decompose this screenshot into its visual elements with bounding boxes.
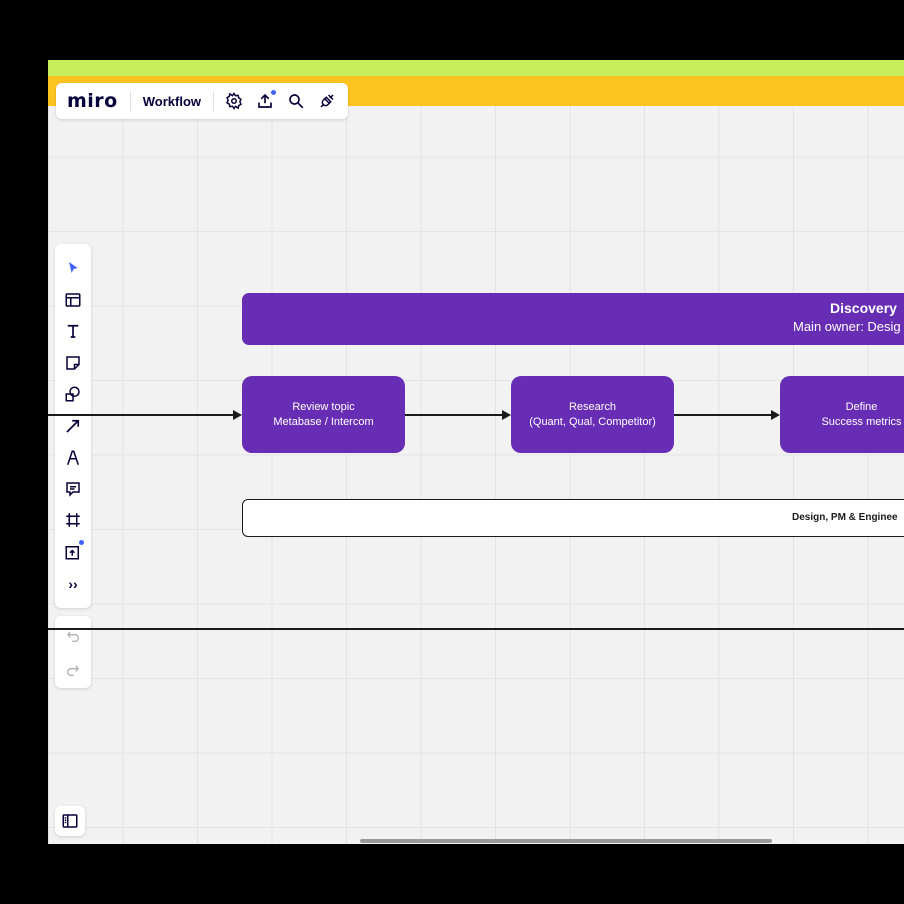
more-icon[interactable]: ›› — [68, 576, 78, 592]
board-name[interactable]: Workflow — [142, 93, 201, 109]
search-icon[interactable] — [285, 90, 307, 112]
step-title: Research — [568, 400, 617, 413]
horizontal-scrollbar[interactable] — [360, 839, 772, 843]
comment-icon[interactable] — [61, 477, 85, 501]
panel-toggle-button[interactable] — [55, 806, 85, 836]
discovery-phase-card[interactable]: Discovery Main owner: Desig — [242, 293, 904, 345]
templates-icon[interactable] — [61, 288, 85, 312]
miro-logo[interactable]: miro — [67, 90, 118, 112]
connector-arrowhead — [233, 410, 242, 420]
connector-arrowhead — [771, 410, 780, 420]
step-subtitle: (Quant, Qual, Competitor) — [529, 415, 656, 428]
teams-label: Design, PM & Enginee — [792, 512, 898, 523]
pen-icon[interactable] — [61, 446, 85, 470]
connector-arrowhead — [502, 410, 511, 420]
notification-dot — [79, 540, 84, 545]
connector-line[interactable] — [674, 414, 772, 416]
phase-owner: Main owner: Desig — [793, 319, 901, 334]
integrations-icon[interactable] — [316, 90, 338, 112]
upload-icon[interactable] — [254, 90, 276, 112]
step-subtitle: Success metrics — [821, 415, 902, 428]
divider — [213, 91, 214, 111]
shapes-icon[interactable] — [61, 382, 85, 406]
top-banner-green — [48, 60, 904, 76]
sticky-note-icon[interactable] — [61, 351, 85, 375]
frame-icon[interactable] — [61, 508, 85, 532]
top-bar: miro Workflow — [56, 83, 348, 119]
step-title: Review topic — [292, 400, 355, 413]
undo-icon[interactable] — [61, 624, 85, 648]
history-bar — [55, 616, 91, 688]
notification-dot — [271, 90, 276, 95]
connector-line[interactable] — [405, 414, 503, 416]
miro-board[interactable]: miro Workflow — [48, 60, 904, 844]
lane-divider[interactable] — [48, 628, 904, 630]
step-card[interactable]: Review topic Metabase / Intercom — [242, 376, 405, 453]
divider — [129, 91, 131, 111]
select-icon[interactable] — [61, 256, 85, 280]
step-title: Define — [845, 400, 878, 413]
upload-icon[interactable] — [61, 540, 85, 564]
sidebar-icon — [62, 814, 78, 828]
redo-icon[interactable] — [61, 658, 85, 682]
connector-line[interactable] — [48, 414, 234, 416]
teams-card[interactable]: Design, PM & Enginee — [242, 499, 904, 537]
step-card[interactable]: Research (Quant, Qual, Competitor) — [511, 376, 674, 453]
connector-icon[interactable] — [61, 414, 85, 438]
text-icon[interactable] — [61, 319, 85, 343]
step-card[interactable]: Define Success metrics — [780, 376, 904, 453]
left-toolbar: ›› — [55, 244, 91, 608]
settings-icon[interactable] — [223, 90, 245, 112]
phase-title: Discovery — [830, 300, 897, 316]
step-subtitle: Metabase / Intercom — [273, 415, 374, 428]
